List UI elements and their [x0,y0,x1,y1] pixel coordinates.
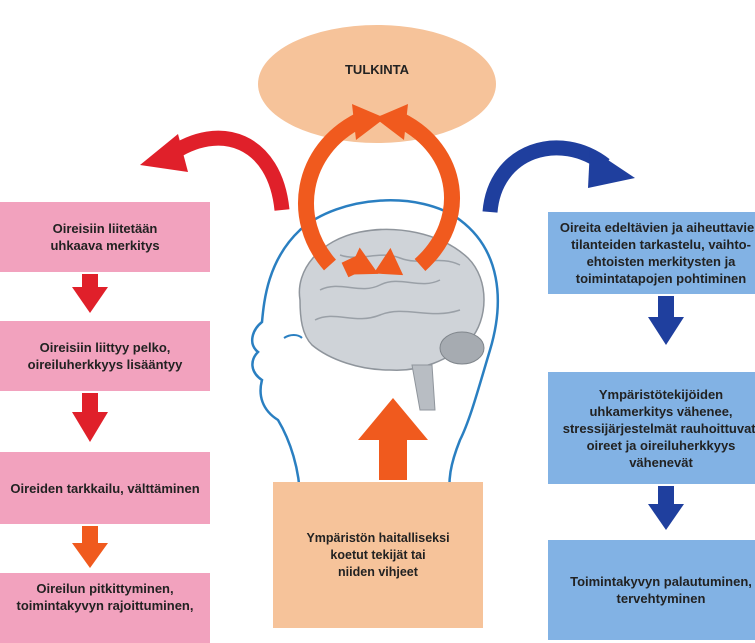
down-arrow-icon [648,296,684,345]
left-box-fear: Oireisiin liittyy pelko, oireiluherkkyys… [0,321,210,391]
down-arrow-icon [72,526,108,568]
down-arrow-icon [72,393,108,442]
red-curved-arrow [140,130,290,211]
right-box-threat-reduces: Ympäristötekijöiden uhkamerkitys vähenee… [548,372,755,484]
environment-factors-box: Ympäristön haitalliseksi koetut tekijät … [273,482,483,628]
down-arrow-icon [72,274,108,313]
right-box-recovery: Toimintakyvyn palautuminen, tervehtymine… [548,540,755,640]
right-box-examination: Oireita edeltävien ja aiheuttavien tilan… [548,212,755,294]
head-brain-illustration [250,199,499,502]
left-box-meaning: Oireisiin liitetään uhkaava merkitys [0,202,210,272]
up-arrow [358,398,428,480]
interpretation-label: TULKINTA [344,62,410,77]
left-down-arrows [72,274,108,568]
down-arrow-icon [648,486,684,530]
left-box-monitoring: Oireiden tarkkailu, välttäminen [0,452,210,524]
circular-arrows [298,104,460,278]
right-down-arrows [648,296,684,530]
blue-curved-arrow [482,140,635,213]
